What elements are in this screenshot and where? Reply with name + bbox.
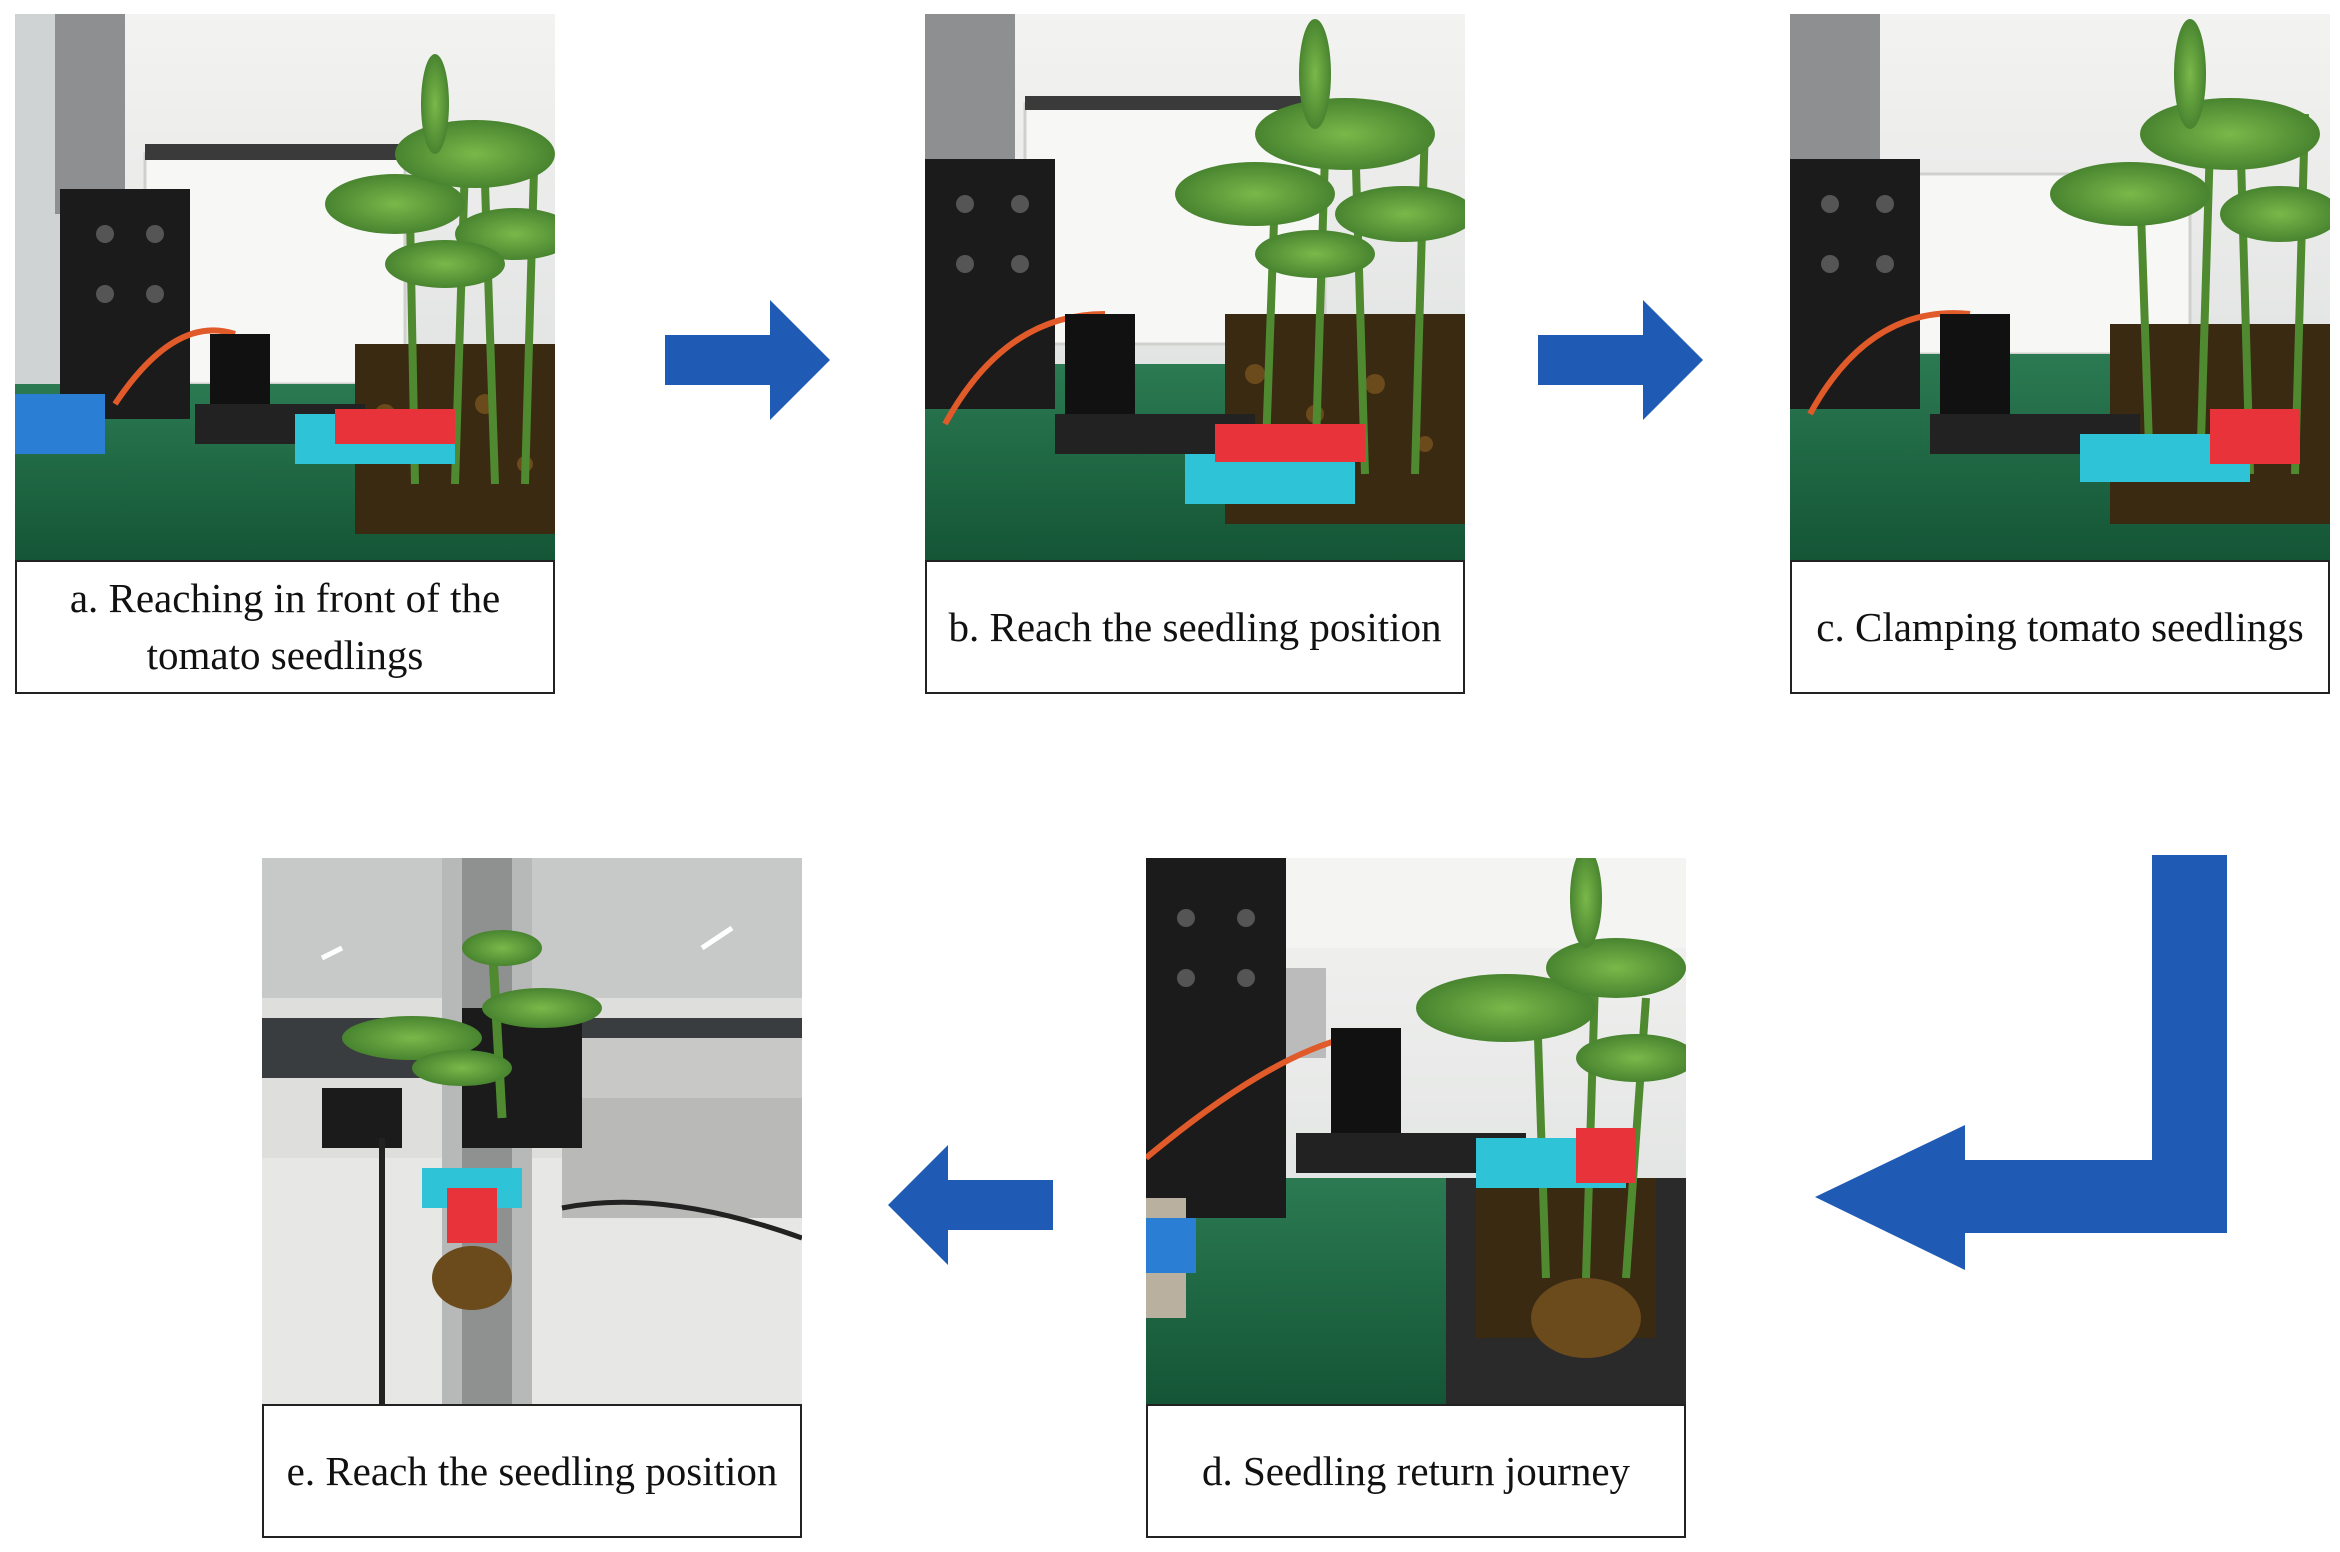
arrow-c-to-d: [1815, 855, 2227, 1270]
step-e-photo: [262, 858, 802, 1404]
step-a-caption: a. Reaching in front of the tomato seedl…: [15, 560, 555, 694]
step-c-caption: c. Clamping tomato seedlings: [1790, 560, 2330, 694]
step-a-photo: [15, 14, 555, 560]
arrow-b-to-c: [1538, 300, 1703, 420]
step-d-caption: d. Seedling return journey: [1146, 1404, 1686, 1538]
step-b-photo: [925, 14, 1465, 560]
arrow-a-to-b: [665, 300, 830, 420]
step-d-photo: [1146, 858, 1686, 1404]
step-e-caption: e. Reach the seedling position: [262, 1404, 802, 1538]
step-b-caption: b. Reach the seedling position: [925, 560, 1465, 694]
arrow-d-to-e: [888, 1145, 1053, 1265]
step-c-photo: [1790, 14, 2330, 560]
